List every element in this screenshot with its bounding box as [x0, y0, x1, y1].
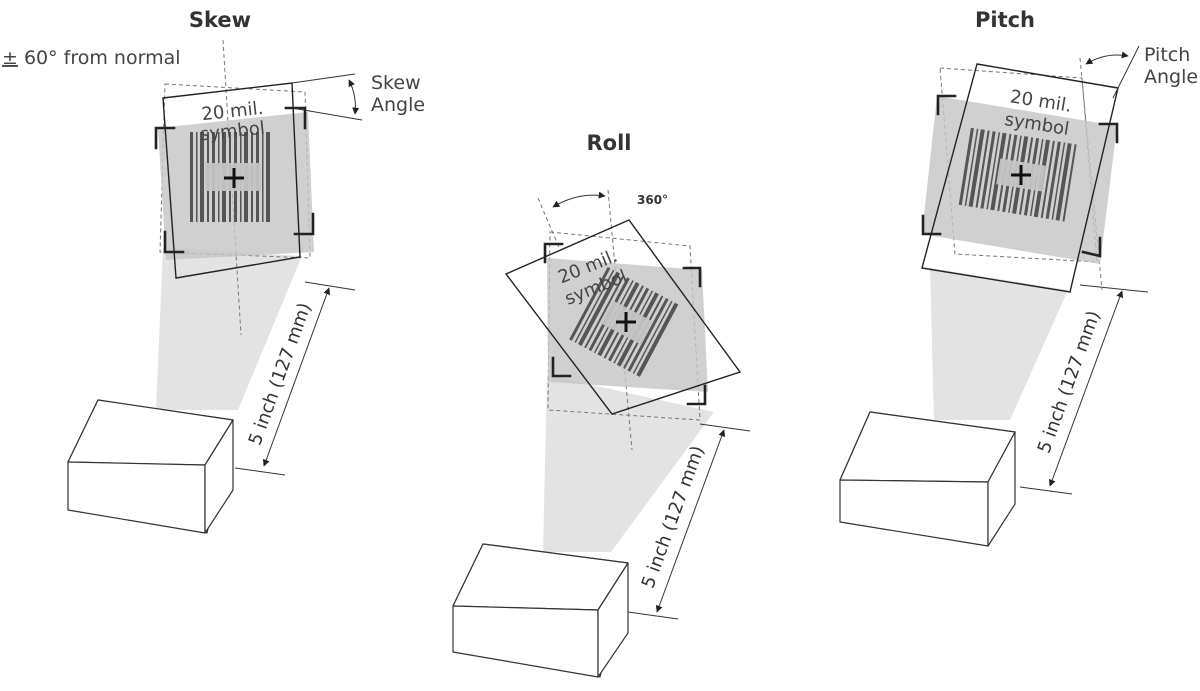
- skew-title: Skew: [189, 8, 251, 32]
- roll-corner-br: [686, 384, 707, 406]
- pitch-corner-br: [1081, 236, 1102, 258]
- skew-angle-card-line: [291, 107, 363, 121]
- roll-angle-arrow: [552, 191, 606, 208]
- pitch-angle-tilt-line: [1112, 45, 1140, 99]
- pitch-panel: Pitch 20 mil. symbol Pitch Angle: [839, 8, 1198, 547]
- scanner-box-icon: [839, 411, 1016, 547]
- crosshair-icon: [1011, 165, 1031, 185]
- roll-corner-bl: [551, 356, 572, 378]
- roll-normal-axis: [607, 189, 633, 451]
- pitch-angle-line1: Pitch: [1144, 44, 1190, 66]
- skew-range-text: 60° from normal: [18, 47, 181, 69]
- roll-tilted-outline: [504, 219, 742, 415]
- roll-scan-beam: [543, 375, 714, 552]
- pitch-corner-bl: [921, 214, 942, 236]
- pitch-title: Pitch: [975, 8, 1035, 32]
- roll-angle-label: 360°: [637, 193, 668, 207]
- crosshair-icon: [224, 168, 244, 188]
- roll-start-axis: [537, 197, 561, 251]
- skew-reference-frame: [159, 83, 311, 259]
- pitch-distance-tick-bottom: [1019, 486, 1073, 495]
- pitch-distance-arrow: [1048, 290, 1124, 487]
- roll-title: Roll: [587, 131, 632, 155]
- scanner-box-icon: [67, 399, 234, 534]
- skew-corner-tl: [154, 126, 176, 150]
- skew-tilted-outline: [162, 82, 301, 279]
- roll-panel: Roll 20 mil. symbol 360° 5 inch (12: [452, 131, 751, 678]
- skew-range-label: ± 60° from normal: [2, 47, 181, 69]
- crosshair-icon: [616, 312, 636, 332]
- roll-corner-tr: [682, 266, 702, 288]
- skew-angle-ref-line: [291, 73, 356, 84]
- skew-distance-arrow: [262, 287, 331, 467]
- skew-distance-tick-top: [304, 281, 356, 291]
- skew-angle-arrow: [348, 79, 360, 115]
- skew-corner-bl: [163, 230, 185, 254]
- roll-corner-tl: [543, 242, 564, 264]
- roll-distance-tick-bottom: [627, 611, 679, 620]
- pitch-angle-arrow: [1085, 51, 1129, 65]
- pitch-distance-tick-top: [1079, 284, 1149, 293]
- pitch-angle-line2: Angle: [1144, 66, 1198, 88]
- pitch-corner-tl: [936, 94, 957, 116]
- skew-panel: Skew ± 60° from normal 20 mil.: [2, 8, 425, 534]
- pitch-reference-frame: [939, 67, 1098, 263]
- skew-angle-line2: Angle: [371, 94, 425, 116]
- pitch-scan-beam: [930, 268, 1068, 420]
- scanner-box-icon: [452, 543, 629, 678]
- roll-distance-arrow: [655, 429, 726, 613]
- skew-range-prefix: ±: [2, 47, 18, 69]
- pitch-corner-tr: [1098, 122, 1119, 144]
- skew-angle-line1: Skew: [371, 72, 421, 94]
- skew-corner-br: [293, 212, 315, 236]
- roll-distance-tick-top: [699, 423, 751, 432]
- skew-distance-tick-bottom: [234, 467, 286, 476]
